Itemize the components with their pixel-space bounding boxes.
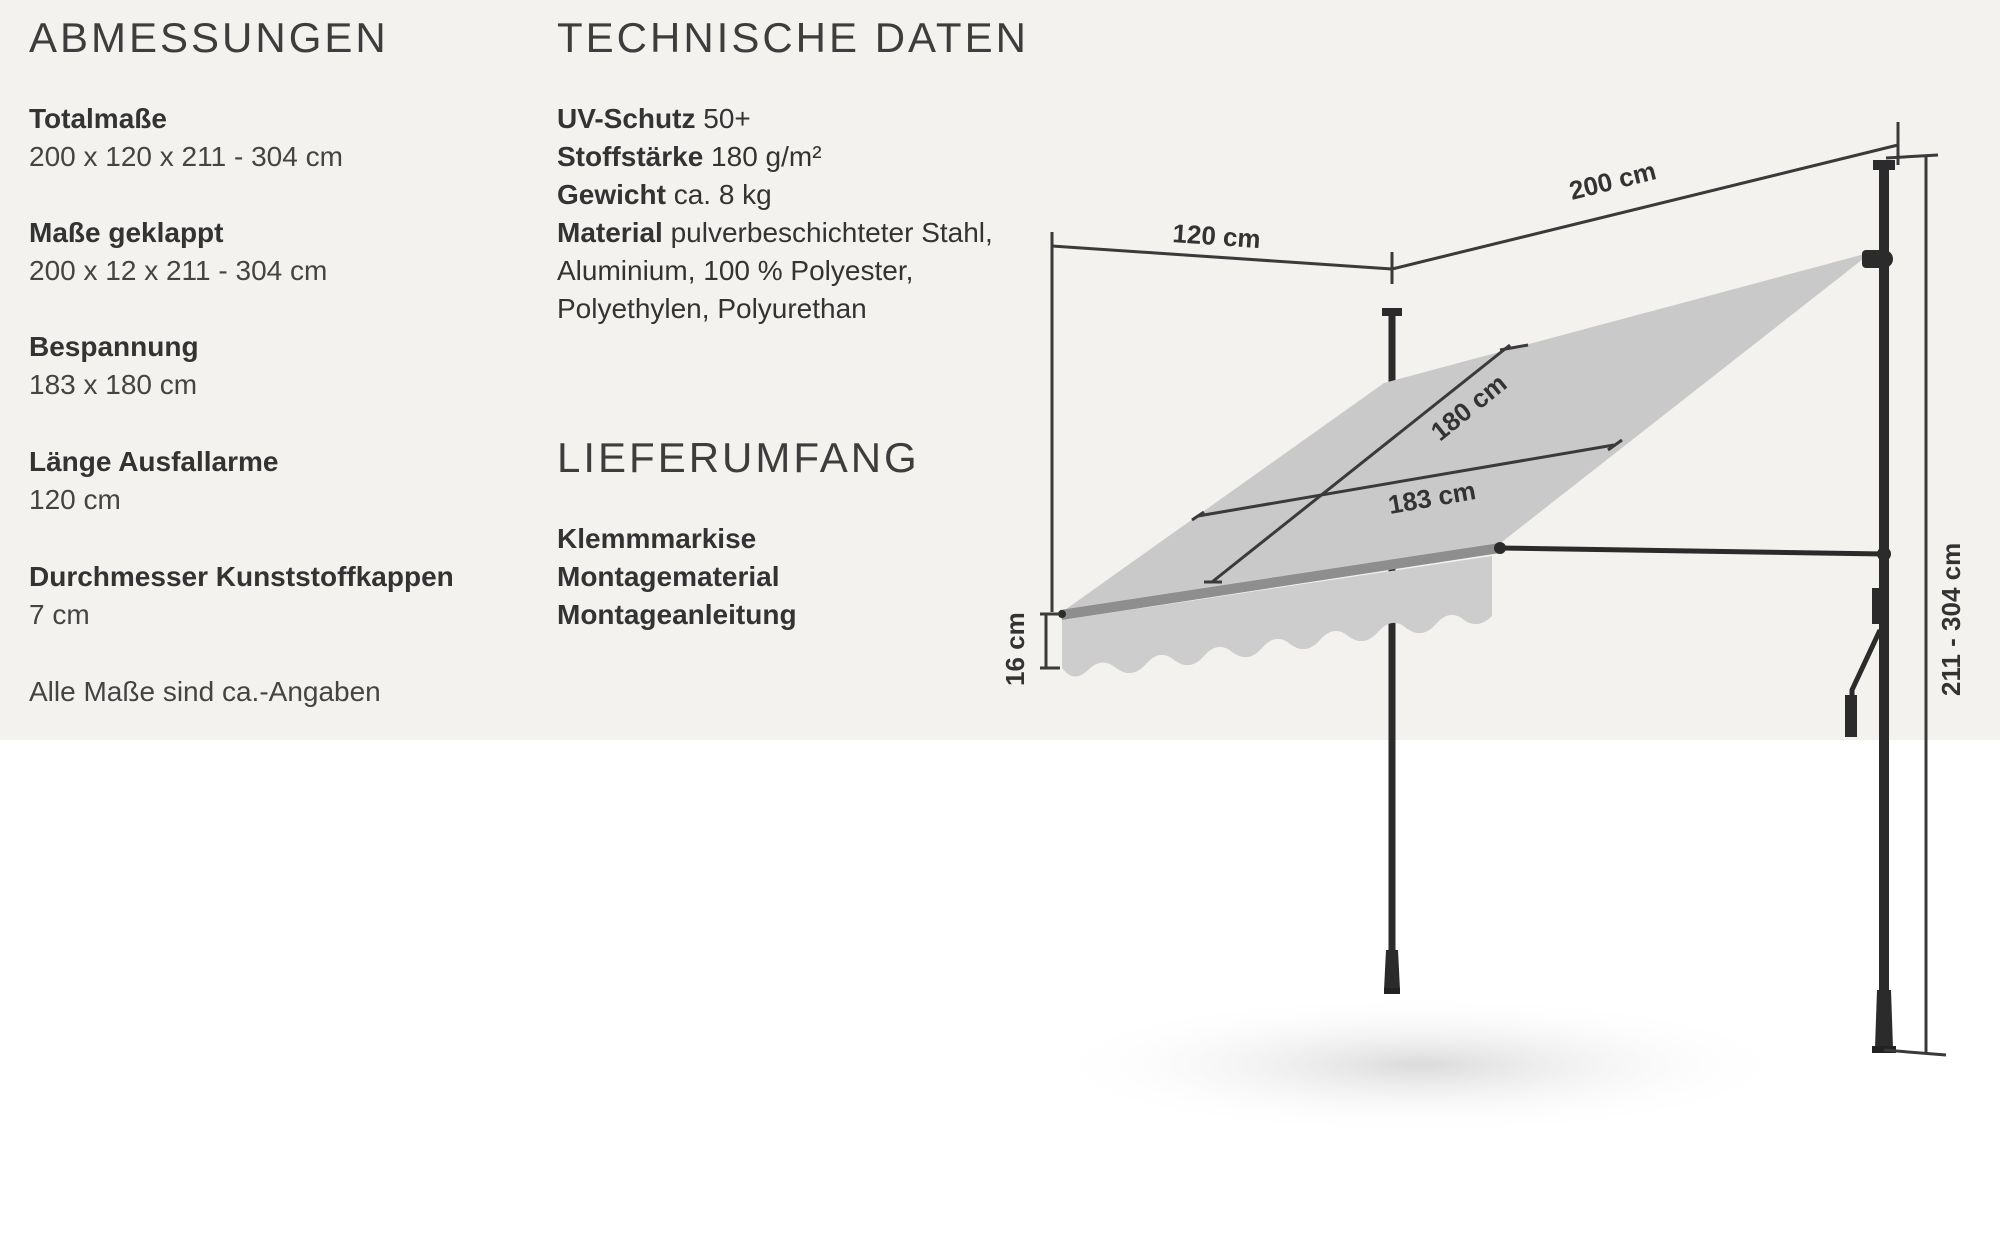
spec-label: Länge Ausfallarme bbox=[29, 446, 279, 477]
tech-value: pulverbeschichteter Stahl, Aluminium, 10… bbox=[557, 217, 993, 324]
tech-label: UV-Schutz bbox=[557, 103, 696, 134]
supply-item: Montageanleitung bbox=[557, 599, 797, 630]
awning-arm bbox=[1499, 545, 1885, 557]
approx-note: Alle Maße sind ca.-Angaben bbox=[29, 676, 381, 707]
spec-covering: Bespannung 183 x 180 cm bbox=[29, 328, 199, 404]
spec-value: 120 cm bbox=[29, 484, 121, 515]
spec-label: Bespannung bbox=[29, 331, 199, 362]
tech-material: Material pulverbeschichteter Stahl, Alum… bbox=[557, 214, 1017, 328]
supply-item: Montagematerial bbox=[557, 561, 780, 592]
right-pole bbox=[1872, 160, 1896, 1053]
spec-label: Maße geklappt bbox=[29, 217, 224, 248]
dimensions-heading: ABMESSUNGEN bbox=[29, 14, 389, 61]
spec-value: 7 cm bbox=[29, 599, 90, 630]
spec-label: Durchmesser Kunststoffkappen bbox=[29, 561, 454, 592]
tech-label: Stoffstärke bbox=[557, 141, 704, 172]
spec-label: Totalmaße bbox=[29, 103, 167, 134]
label-valance: 16 cm bbox=[1000, 612, 1030, 686]
supply-list: Klemmmarkise Montagematerial Montageanle… bbox=[557, 520, 797, 634]
tech-label: Gewicht bbox=[557, 179, 666, 210]
tech-value: 180 g/m² bbox=[711, 141, 822, 172]
tech-fabric-weight: Stoffstärke 180 g/m² bbox=[557, 138, 1017, 176]
tech-value: 50+ bbox=[703, 103, 751, 134]
technical-list: UV-Schutz 50+ Stoffstärke 180 g/m² Gewic… bbox=[557, 100, 1017, 328]
tech-uv: UV-Schutz 50+ bbox=[557, 100, 1017, 138]
crank-handle bbox=[1845, 628, 1883, 737]
spec-cap-diameter: Durchmesser Kunststoffkappen 7 cm bbox=[29, 558, 454, 634]
spec-folded-size: Maße geklappt 200 x 12 x 211 - 304 cm bbox=[29, 214, 327, 290]
label-depth: 120 cm bbox=[1172, 218, 1262, 254]
valance bbox=[1062, 556, 1492, 677]
tech-value: ca. 8 kg bbox=[673, 179, 772, 210]
spec-value: 183 x 180 cm bbox=[29, 369, 198, 400]
spec-value: 200 x 12 x 211 - 304 cm bbox=[29, 255, 328, 286]
label-width: 200 cm bbox=[1566, 155, 1659, 205]
technical-heading: TECHNISCHE DATEN bbox=[557, 14, 1029, 61]
awning-fabric bbox=[1062, 252, 1872, 612]
supply-item: Klemmmarkise bbox=[557, 523, 757, 554]
label-height: 211 - 304 cm bbox=[1936, 543, 1966, 696]
spec-value: 200 x 120 x 211 - 304 cm bbox=[29, 141, 343, 172]
spec-arm-length: Länge Ausfallarme 120 cm bbox=[29, 443, 278, 519]
front-bar bbox=[1060, 543, 1500, 620]
spec-total-size: Totalmaße 200 x 120 x 211 - 304 cm bbox=[29, 100, 343, 176]
supply-heading: LIEFERUMFANG bbox=[557, 434, 920, 481]
tech-label: Material bbox=[557, 217, 663, 248]
ground-shadow bbox=[1040, 995, 1800, 1135]
tech-weight: Gewicht ca. 8 kg bbox=[557, 176, 1017, 214]
dimension-lines bbox=[1040, 122, 1947, 1057]
